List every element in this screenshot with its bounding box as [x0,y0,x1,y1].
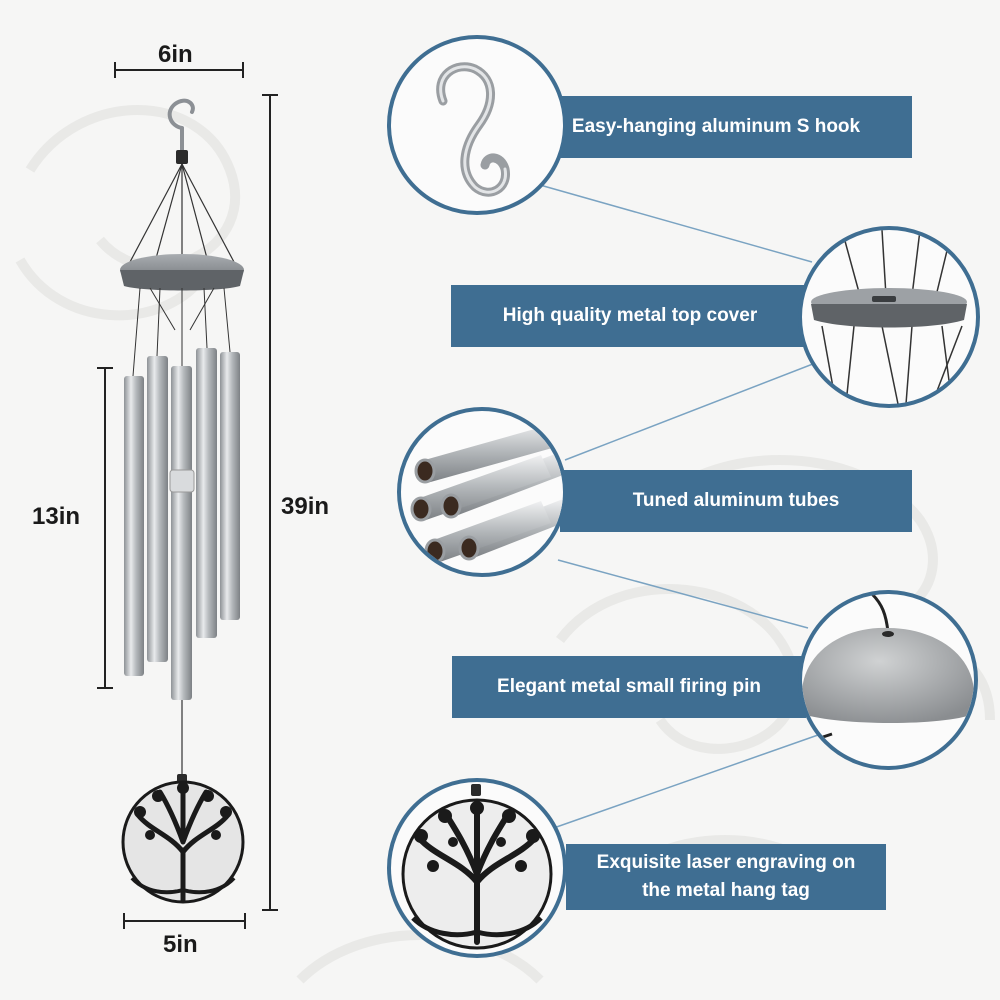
top-cover-zoom-circle [798,226,980,408]
tree-tag-zoom-circle [387,778,567,958]
firing-pin-icon [802,594,974,746]
feature-label-tubes: Tuned aluminum tubes [632,490,840,511]
feature-banner-top-cover: High quality metal top cover [451,285,809,347]
chime-s-hook [167,98,195,152]
chime-tubes [124,348,240,700]
tube-length-label: 13in [32,503,81,530]
tag-width-label: 5in [163,931,198,958]
tree-tag-icon [401,784,553,950]
chime-striker [169,469,195,493]
firing-pin-zoom-circle [798,590,978,770]
top-cover-icon [811,230,967,404]
feature-label-top-cover: High quality metal top cover [502,305,758,326]
feature-label-tag: Exquisite laser engraving on the metal h… [596,852,856,901]
s-hook-zoom-circle [387,35,567,215]
feature-label-s-hook: Easy-hanging aluminum S hook [571,116,861,137]
total-length-label: 39in [281,493,330,520]
top-width-dimension-line [114,62,244,78]
wind-chime-diagram [97,62,278,929]
feature-banner-s-hook: Easy-hanging aluminum S hook [520,96,912,158]
total-length-dimension-line [262,94,278,911]
s-hook-icon [436,62,510,197]
tree-of-life-tag [121,780,245,904]
chime-top-cover [120,254,244,291]
tubes-icon [410,421,563,564]
tubes-zoom-circle [397,407,567,577]
feature-banner-firing-pin: Elegant metal small firing pin [452,656,806,718]
tag-width-dimension-line [123,913,246,929]
top-width-label: 6in [158,41,193,68]
tube-length-dimension-line [97,367,113,689]
feature-banner-tag: Exquisite laser engraving on the metal h… [566,844,886,910]
feature-banner-tubes: Tuned aluminum tubes [560,470,912,532]
feature-label-firing-pin: Elegant metal small firing pin [497,676,761,697]
